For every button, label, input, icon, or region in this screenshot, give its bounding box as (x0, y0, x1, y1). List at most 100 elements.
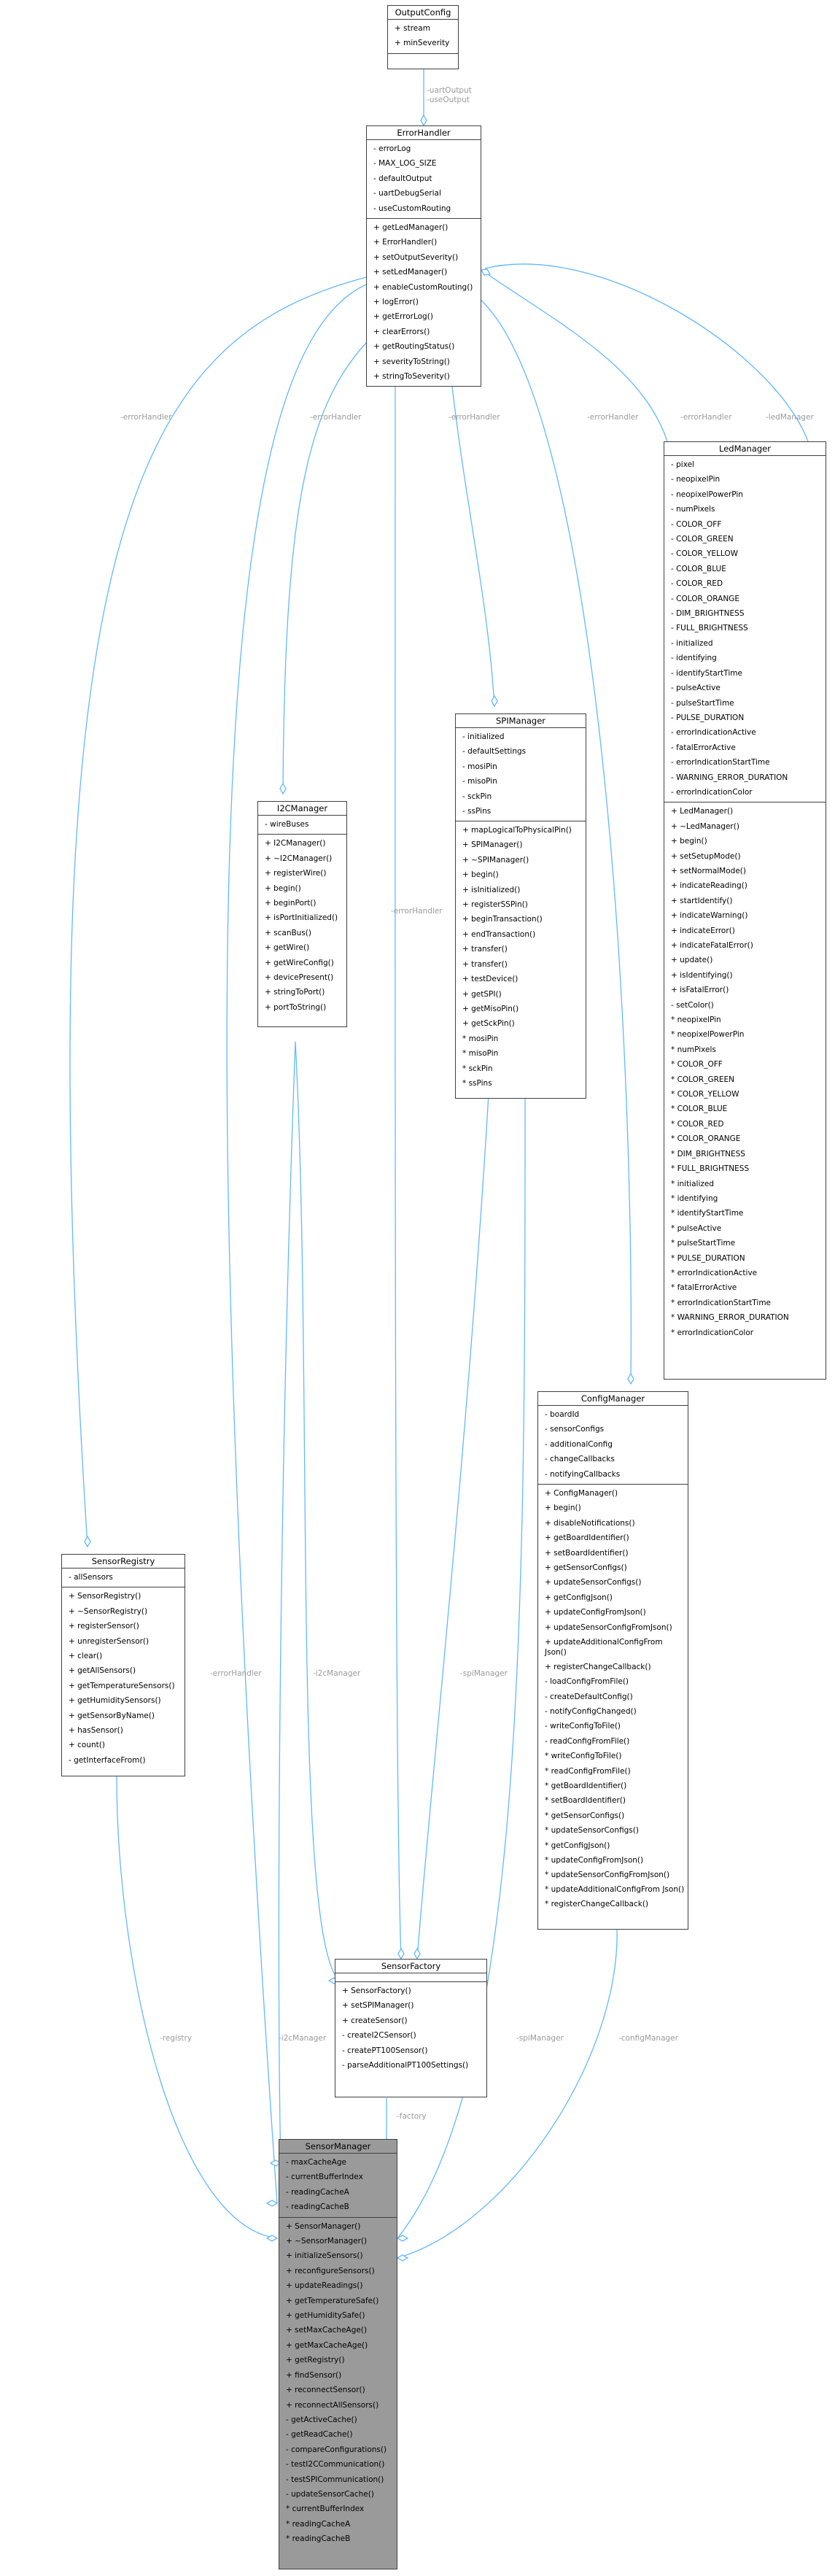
class-name: SPIManager (456, 714, 586, 728)
class-method: * updateSensorConfigs() (545, 1826, 639, 1836)
class-box-errorhandler[interactable]: ErrorHandler- errorLog- MAX_LOG_SIZE- de… (366, 125, 481, 387)
class-method: * WARNING_ERROR_DURATION (671, 1313, 789, 1323)
class-box-i2cmanager[interactable]: I2CManager- wireBuses+ I2CManager()+ ~I2… (257, 801, 347, 1027)
class-method: + reconnectAllSensors() (286, 2400, 379, 2410)
class-attribute: - readingCacheB (286, 2202, 349, 2212)
edge-label-error-handler: -errorHandler (120, 413, 172, 422)
class-method: + ~SensorRegistry() (69, 1606, 148, 1616)
class-attribute: - mosiPin (462, 762, 497, 771)
class-attributes-section: + stream+ minSeverity (388, 20, 458, 54)
class-attribute: - allSensors (69, 1573, 113, 1582)
class-method: * COLOR_OFF (671, 1060, 723, 1070)
class-method: + update() (671, 956, 713, 965)
class-attribute: - uartDebugSerial (373, 189, 441, 198)
class-attributes-section: - boardId- sensorConfigs- additionalConf… (538, 1406, 688, 1485)
class-method: + registerChangeCallback() (545, 1662, 651, 1671)
class-method: + beginPort() (265, 899, 316, 908)
edge-label-use-output: -useOutput (427, 96, 470, 104)
class-attribute: - changeCallbacks (545, 1455, 615, 1464)
class-method: + devicePresent() (265, 973, 334, 983)
class-method: + disableNotifications() (545, 1518, 635, 1528)
class-attribute: - identifyStartTime (671, 668, 742, 678)
class-box-spimanager[interactable]: SPIManager- initialized- defaultSettings… (455, 713, 586, 1099)
class-method: - createPT100Sensor() (342, 2046, 428, 2055)
class-name: ConfigManager (538, 1392, 688, 1406)
class-box-sensorfactory[interactable]: SensorFactory + SensorFactory() + setSPIMa… (335, 1959, 487, 2097)
class-method: + clear() (69, 1652, 103, 1661)
class-method: + getLedManager() (373, 223, 448, 233)
edge-label-error-handler: -errorHandler (448, 413, 500, 422)
class-name: SensorFactory (335, 1960, 486, 1973)
class-method: * errorIndicationColor (671, 1328, 754, 1337)
class-method: + getTemperatureSensors() (69, 1681, 175, 1690)
class-method: + indicateWarning() (671, 911, 748, 921)
class-methods-section: + SensorManager()+ ~SensorManager()+ ini… (279, 2218, 397, 2549)
class-method: + SensorFactory() (342, 1987, 411, 1995)
class-box-sensorregistry[interactable]: SensorRegistry- allSensors+ SensorRegist… (61, 1554, 185, 1776)
class-method: + setBoardIdentifier() (545, 1548, 629, 1558)
class-method: + updateReadings() (286, 2281, 363, 2291)
class-method: + SPIManager() (462, 840, 523, 850)
class-method: * updateAdditionalConfigFrom Json() (545, 1885, 685, 1895)
class-attribute: - identifying (671, 654, 717, 663)
class-attribute: - maxCacheAge (286, 2158, 346, 2167)
class-method: + getWire() (265, 943, 310, 953)
class-method: + SensorRegistry() (69, 1592, 141, 1601)
class-attribute: - FULL_BRIGHTNESS (671, 624, 748, 633)
edge-spimanager-sensorfactory (416, 1094, 489, 1960)
class-name: OutputConfig (388, 6, 458, 20)
edge-label-i2c-manager: -i2cManager (279, 2034, 327, 2043)
class-attribute: - errorIndicationColor (671, 787, 753, 797)
class-method: + indicateFatalError() (671, 941, 753, 950)
edge-configmanager-sensormanager (397, 1929, 618, 2259)
class-attribute: - sensorConfigs (545, 1425, 605, 1434)
class-method: + setSPIManager() (342, 2001, 414, 2011)
class-method: + createSensor() (342, 2016, 408, 2025)
class-method: + enableCustomRouting() (373, 282, 473, 292)
class-method: * FULL_BRIGHTNESS (671, 1164, 750, 1174)
class-methods-section: + SensorRegistry()+ ~SensorRegistry()+ r… (62, 1587, 185, 1770)
class-method: * getBoardIdentifier() (545, 1781, 627, 1790)
class-method: * COLOR_YELLOW (671, 1090, 739, 1099)
class-box-configmanager[interactable]: ConfigManager- boardId- sensorConfigs- a… (537, 1391, 688, 1930)
class-method: * DIM_BRIGHTNESS (671, 1149, 745, 1159)
class-attribute: - DIM_BRIGHTNESS (671, 609, 745, 619)
class-box-ledmanager[interactable]: LedManager- pixel- neopixelPin- neopixel… (664, 441, 826, 1380)
class-method: + begin() (265, 883, 301, 893)
class-attribute: - defaultSettings (462, 747, 527, 757)
class-method: + getSPI() (462, 989, 502, 999)
class-method: + unregisterSensor() (69, 1636, 149, 1646)
class-methods-section: + I2CManager()+ ~I2CManager()+ registerW… (258, 835, 346, 1017)
class-method: + getRoutingStatus() (373, 342, 455, 352)
class-method: + updateConfigFromJson() (545, 1608, 646, 1617)
class-attribute: - misoPin (462, 777, 497, 786)
class-attribute: - neopixelPin (671, 475, 721, 484)
class-method: + ConfigManager() (545, 1489, 618, 1498)
class-method: + count() (69, 1741, 105, 1750)
class-method: * mosiPin (462, 1034, 499, 1043)
class-method: + setLedManager() (373, 268, 448, 277)
class-method: + initializeSensors() (286, 2251, 363, 2261)
class-method: + getErrorLog() (373, 312, 433, 322)
class-method: + getAllSensors() (69, 1666, 136, 1676)
edge-diamonds (84, 114, 634, 2262)
class-attribute: - COLOR_YELLOW (671, 549, 739, 559)
class-attribute: - COLOR_GREEN (671, 535, 734, 544)
class-attribute: - errorLog (373, 144, 411, 153)
class-box-sensormanager[interactable]: SensorManager- maxCacheAge- currentBuffe… (279, 2139, 397, 2569)
class-method: - createDefaultConfig() (545, 1692, 633, 1701)
class-method: + ErrorHandler() (373, 238, 438, 247)
class-method: + reconfigureSensors() (286, 2266, 375, 2275)
edge-label-i2c-manager: -i2cManager (313, 1669, 361, 1678)
edge-label-config-manager: -configManager (618, 2034, 678, 2043)
class-name: SensorManager (279, 2140, 397, 2154)
class-attribute: - additionalConfig (545, 1439, 613, 1449)
class-method: + ~LedManager() (671, 821, 739, 831)
class-method: - getInterfaceFrom() (69, 1755, 146, 1765)
class-attribute: - PULSE_DURATION (671, 713, 745, 722)
class-method: + setNormalMode() (671, 866, 746, 875)
class-method: + begin() (545, 1504, 581, 1513)
class-method: + begin() (462, 870, 499, 880)
class-box-outputconfig[interactable]: OutputConfig+ stream+ minSeverity (387, 5, 459, 69)
class-method: - testSPICommunication() (286, 2475, 384, 2484)
